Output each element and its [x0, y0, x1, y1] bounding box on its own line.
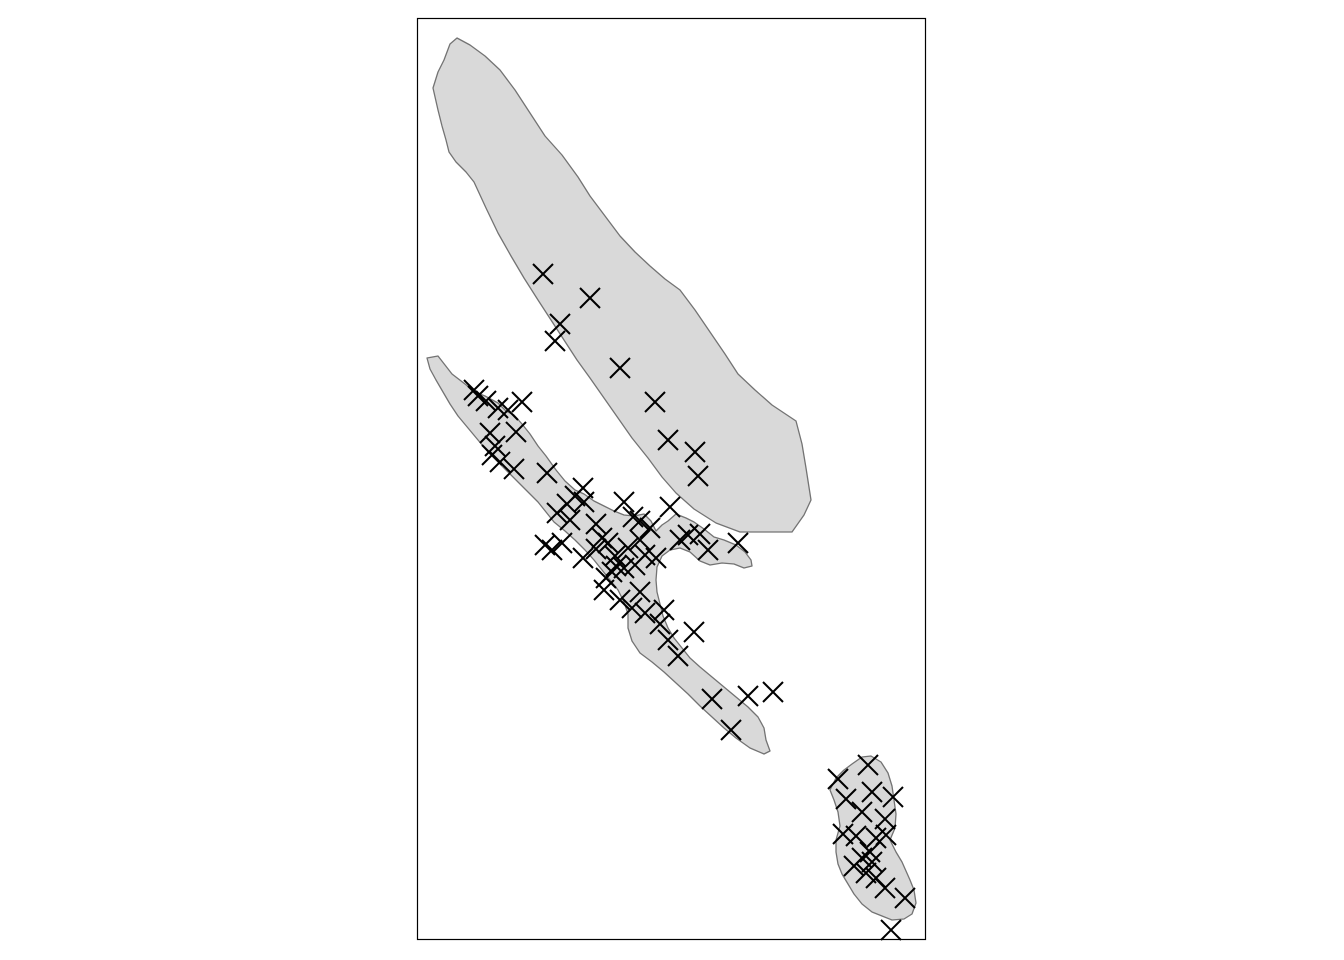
x-cross-icon: [475, 390, 497, 412]
x-cross-icon: [644, 391, 666, 413]
x-cross-icon: [629, 581, 651, 603]
x-cross-icon: [677, 524, 699, 546]
x-cross-icon: [667, 645, 689, 667]
x-cross-icon: [613, 491, 635, 513]
x-cross-icon: [657, 629, 679, 651]
x-cross-icon: [536, 462, 558, 484]
x-cross-icon: [683, 621, 705, 643]
x-cross-icon: [629, 510, 651, 532]
x-cross-icon: [857, 754, 879, 776]
x-cross-icon: [634, 602, 656, 624]
x-cross-icon: [479, 422, 501, 444]
x-cross-icon: [579, 287, 601, 309]
x-cross-icon: [609, 357, 631, 379]
x-cross-icon: [737, 685, 759, 707]
north-island: [432, 37, 812, 533]
x-cross-icon: [629, 529, 651, 551]
x-cross-icon: [559, 509, 581, 531]
x-cross-icon: [720, 719, 742, 741]
x-cross-icon: [882, 786, 904, 808]
land-layer: [426, 37, 917, 921]
central-island: [426, 355, 771, 755]
x-cross-icon: [659, 496, 681, 518]
x-cross-icon: [762, 681, 784, 703]
points-layer: [463, 263, 916, 941]
x-cross-icon: [639, 517, 661, 539]
map-frame: [416, 17, 927, 941]
x-cross-icon: [645, 547, 667, 569]
x-cross-icon: [497, 399, 519, 421]
x-cross-icon: [874, 808, 896, 830]
x-cross-icon: [613, 557, 635, 579]
x-cross-icon: [549, 313, 571, 335]
x-cross-icon: [832, 823, 854, 845]
x-cross-icon: [503, 458, 525, 480]
x-cross-icon: [687, 465, 709, 487]
x-cross-icon: [505, 421, 527, 443]
x-cross-icon: [546, 502, 568, 524]
x-cross-icon: [541, 539, 563, 561]
x-cross-icon: [489, 451, 511, 473]
x-cross-icon: [544, 330, 566, 352]
x-cross-icon: [684, 441, 706, 463]
x-cross-icon: [617, 537, 639, 559]
x-cross-icon: [827, 768, 849, 790]
x-cross-icon: [894, 887, 916, 909]
x-cross-icon: [697, 539, 719, 561]
x-cross-icon: [701, 688, 723, 710]
x-cross-icon: [835, 788, 857, 810]
x-cross-icon: [572, 547, 594, 569]
x-cross-icon: [653, 599, 675, 621]
x-cross-icon: [622, 506, 644, 528]
x-cross-icon: [585, 513, 607, 535]
x-cross-icon: [511, 391, 533, 413]
x-cross-icon: [855, 862, 877, 884]
x-cross-icon: [532, 263, 554, 285]
x-cross-icon: [880, 919, 902, 941]
x-cross-icon: [591, 527, 613, 549]
x-cross-icon: [649, 613, 671, 635]
x-cross-icon: [861, 781, 883, 803]
x-cross-icon: [843, 855, 865, 877]
x-cross-icon: [573, 491, 595, 513]
x-cross-icon: [874, 877, 896, 899]
x-cross-icon: [605, 555, 627, 577]
x-cross-icon: [609, 589, 631, 611]
x-cross-icon: [551, 532, 573, 554]
x-cross-icon: [657, 429, 679, 451]
x-cross-icon: [727, 532, 749, 554]
x-cross-icon: [851, 801, 873, 823]
x-cross-icon: [593, 579, 615, 601]
x-cross-icon: [585, 538, 607, 560]
x-cross-icon: [621, 597, 643, 619]
x-cross-icon: [845, 825, 867, 847]
